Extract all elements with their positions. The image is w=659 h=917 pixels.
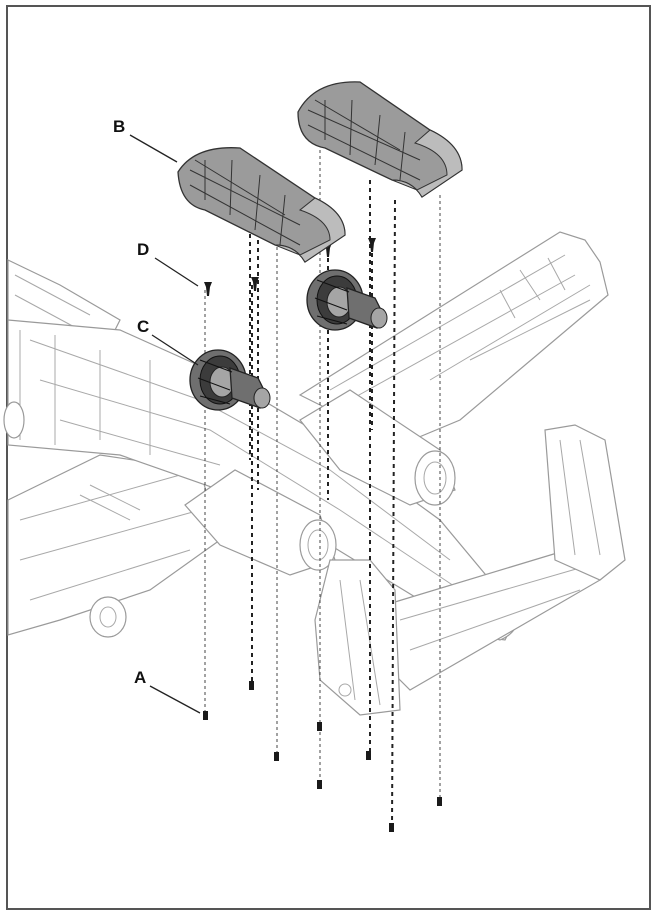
right-nacelle-pod: [299, 389, 456, 506]
right-vertical-fin: [544, 424, 626, 581]
callout-c: C: [137, 317, 149, 336]
left-rear-wheel: [3, 401, 25, 439]
screw-a-1: [203, 711, 208, 720]
screw-d-4: [368, 238, 376, 252]
engine-unit-right: [306, 269, 388, 331]
callout-d: D: [137, 240, 149, 259]
left-vertical-fin: [314, 559, 401, 716]
engine-unit-left: [189, 349, 271, 411]
screw-a-7: [389, 823, 394, 832]
screw-a-3: [274, 752, 279, 761]
callout-b: B: [113, 117, 125, 136]
screw-a-2: [249, 681, 254, 690]
leader-a: [149, 685, 201, 714]
leader-b: [129, 134, 178, 163]
screws-a: [203, 681, 442, 832]
left-nacelle-pod: [184, 469, 337, 576]
nacelle-cover-right: [297, 81, 463, 198]
screw-d-2: [251, 277, 259, 291]
leader-d: [154, 257, 199, 287]
nacelle-cover-left: [177, 147, 346, 263]
screw-a-8: [437, 797, 442, 806]
landing-wheel: [89, 596, 127, 638]
screw-d-1: [204, 282, 212, 296]
screw-a-4: [317, 722, 322, 731]
callout-a: A: [134, 668, 146, 687]
screw-a-6: [366, 751, 371, 760]
screw-a-5: [317, 780, 322, 789]
aircraft-outline: [3, 231, 626, 716]
leader-c: [151, 334, 199, 366]
